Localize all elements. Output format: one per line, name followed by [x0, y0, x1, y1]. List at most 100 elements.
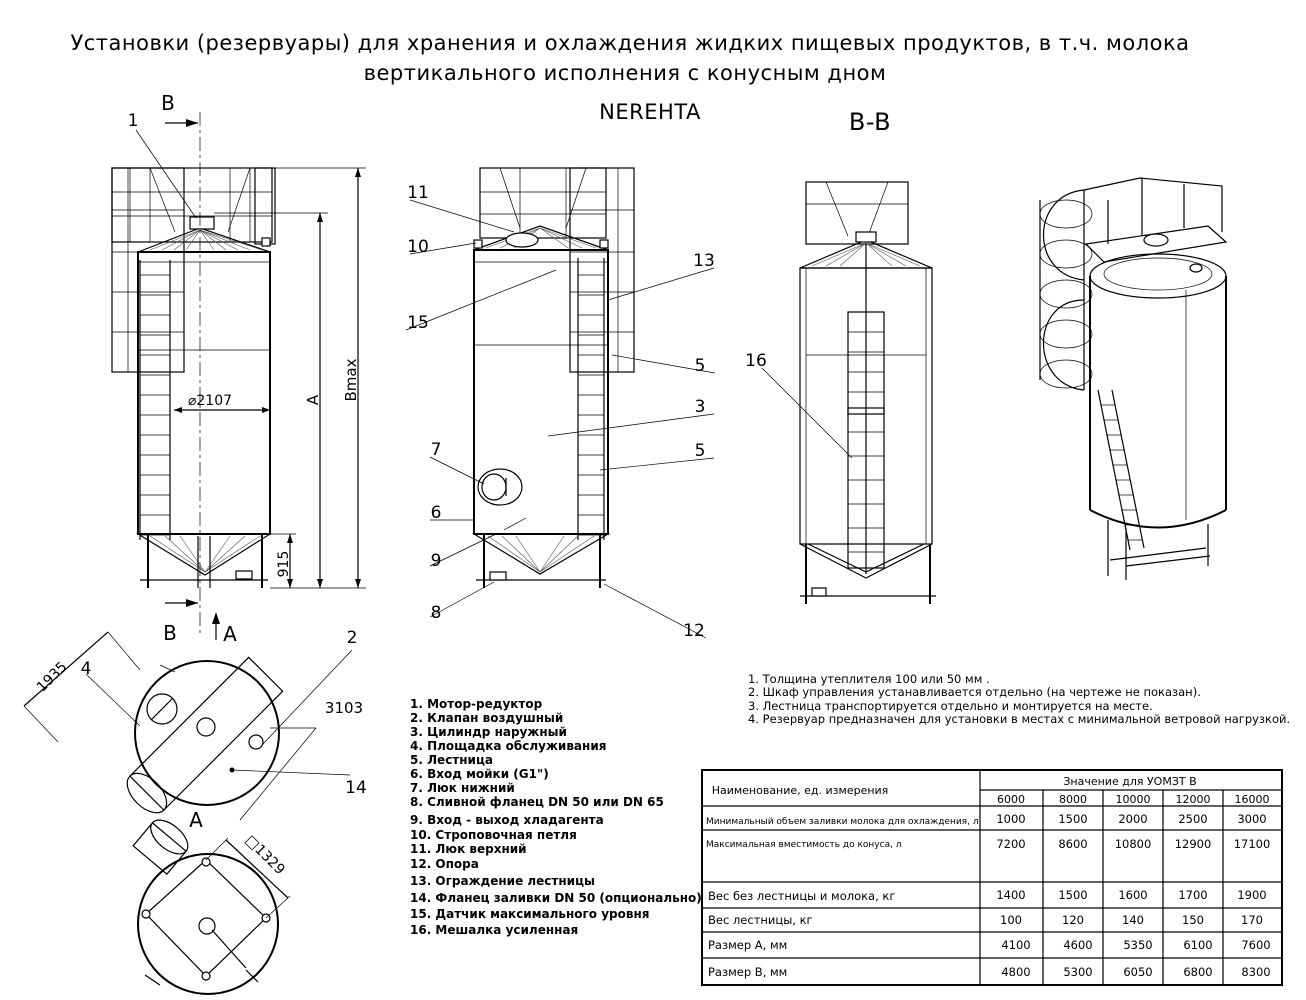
- dim-3103: 3103: [325, 699, 363, 717]
- table-model: 12000: [1176, 793, 1211, 806]
- plan-view-bottom: [132, 819, 291, 995]
- dim-1935: 1935: [34, 659, 71, 696]
- callout-5a: 5: [695, 356, 706, 376]
- legend-item: 3. Цилиндр наружный: [410, 725, 567, 739]
- note-item: 1. Толщина утеплителя 100 или 50 мм .: [748, 672, 990, 686]
- table-model: 8000: [1059, 793, 1087, 806]
- legend-item: 9. Вход - выход хладагента: [410, 813, 604, 827]
- table-cell: 6800: [1183, 965, 1212, 979]
- table-header-name: Наименование, ед. измерения: [712, 784, 889, 797]
- table-row-label: Вес без лестницы и молока, кг: [708, 889, 895, 903]
- legend-item: 4. Площадка обслуживания: [410, 739, 606, 753]
- table-header-value: Значение для УОМЗТ В: [1063, 775, 1196, 788]
- view-a-arrow: A: [223, 622, 237, 646]
- legend-item: 10. Строповочная петля: [410, 828, 577, 842]
- callout-14: 14: [345, 778, 367, 798]
- table-cell: 1700: [1178, 888, 1207, 902]
- table-row-label: Размер A, мм: [708, 938, 787, 952]
- section-view: [761, 181, 936, 604]
- callout-3: 3: [695, 397, 706, 417]
- table-model: 6000: [997, 793, 1025, 806]
- dim-a: A: [304, 394, 322, 405]
- dim-bmax: Bmax: [342, 358, 360, 401]
- legend-item: 13. Ограждение лестницы: [410, 874, 595, 888]
- table-cell: 170: [1241, 913, 1263, 927]
- table-cell: 2500: [1178, 812, 1207, 826]
- table-row-label: Максимальная вместимость до конуса, л: [706, 840, 902, 850]
- side-view: [405, 167, 716, 639]
- table-cell: 1400: [996, 888, 1025, 902]
- callout-6: 6: [431, 503, 442, 523]
- table-cell: 12900: [1175, 837, 1212, 851]
- table-cell: 8600: [1058, 837, 1087, 851]
- table-cell: 2000: [1118, 812, 1147, 826]
- callout-13: 13: [693, 251, 715, 271]
- table-cell: 140: [1122, 913, 1144, 927]
- table-cell: 7200: [996, 837, 1025, 851]
- table-cell: 4600: [1063, 938, 1092, 952]
- callout-7: 7: [431, 440, 442, 460]
- legend-item: 16. Мешалка усиленная: [410, 923, 578, 937]
- table-cell: 1000: [996, 812, 1025, 826]
- callout-4: 4: [81, 659, 92, 679]
- isometric-view: [1039, 177, 1228, 580]
- table-cell: 1500: [1058, 812, 1087, 826]
- plan-view-top: [23, 631, 353, 821]
- legend-item: 8. Сливной фланец DN 50 или DN 65: [410, 795, 664, 809]
- section-label: B-B: [849, 108, 891, 136]
- view-b-top: B: [161, 91, 175, 115]
- legend-item: 11. Люк верхний: [410, 842, 527, 856]
- table-cell: 4100: [1001, 938, 1030, 952]
- table-row-label: Вес лестницы, кг: [708, 913, 813, 927]
- parts-legend: 1. Мотор-редуктор 2. Клапан воздушный 3.…: [410, 697, 702, 937]
- view-a-plan: A: [189, 808, 203, 832]
- table-cell: 8300: [1241, 965, 1270, 979]
- legend-item: 6. Вход мойки (G1"): [410, 767, 549, 781]
- callout-9: 9: [431, 551, 442, 571]
- note-item: 2. Шкаф управления устанавливается отдел…: [748, 685, 1201, 699]
- table-cell: 100: [1000, 913, 1022, 927]
- table-cell: 17100: [1234, 837, 1271, 851]
- callout-12: 12: [683, 621, 705, 641]
- callout-5b: 5: [695, 441, 706, 461]
- dim-1329: □1329: [242, 832, 288, 878]
- legend-item: 7. Люк нижний: [410, 781, 515, 795]
- table-cell: 5350: [1123, 938, 1152, 952]
- note-item: 4. Резервуар предназначен для установки …: [748, 712, 1290, 726]
- table-cell: 10800: [1115, 837, 1152, 851]
- legend-item: 12. Опора: [410, 857, 479, 871]
- table-cell: 1600: [1118, 888, 1147, 902]
- table-cell: 6100: [1183, 938, 1212, 952]
- callout-2: 2: [347, 628, 358, 648]
- table-cell: 120: [1062, 913, 1084, 927]
- view-b-bottom: B: [163, 621, 177, 645]
- spec-table: Наименование, ед. измерения Значение для…: [701, 769, 1283, 986]
- dim-915: 915: [276, 551, 292, 578]
- callout-11: 11: [407, 183, 429, 203]
- table-row-label: Размер B, мм: [708, 965, 787, 979]
- callout-16: 16: [745, 351, 767, 371]
- callout-15: 15: [407, 313, 429, 333]
- brand-label: NEREHTA: [599, 100, 701, 124]
- table-cell: 1500: [1058, 888, 1087, 902]
- legend-item: 15. Датчик максимального уровня: [410, 907, 649, 921]
- table-model: 16000: [1235, 793, 1270, 806]
- callout-10: 10: [407, 237, 429, 257]
- table-row-label: Минимальный объем заливки молока для охл…: [706, 817, 979, 827]
- title-line-1: Установки (резервуары) для хранения и ох…: [70, 31, 1189, 55]
- table-cell: 7600: [1241, 938, 1270, 952]
- title-line-2: вертикального исполнения с конусным дном: [364, 61, 887, 85]
- notes: 1. Толщина утеплителя 100 или 50 мм . 2.…: [748, 672, 1290, 726]
- front-view: [111, 112, 366, 640]
- legend-item: 14. Фланец заливки DN 50 (опционально): [410, 891, 702, 905]
- table-cell: 3000: [1237, 812, 1266, 826]
- table-cell: 4800: [1001, 965, 1030, 979]
- dim-diameter: ⌀2107: [188, 393, 232, 409]
- legend-item: 1. Мотор-редуктор: [410, 697, 543, 711]
- table-model: 10000: [1116, 793, 1151, 806]
- table-cell: 5300: [1063, 965, 1092, 979]
- table-cell: 1900: [1237, 888, 1266, 902]
- note-item: 3. Лестница транспортируется отдельно и …: [748, 699, 1153, 713]
- callout-8: 8: [431, 603, 442, 623]
